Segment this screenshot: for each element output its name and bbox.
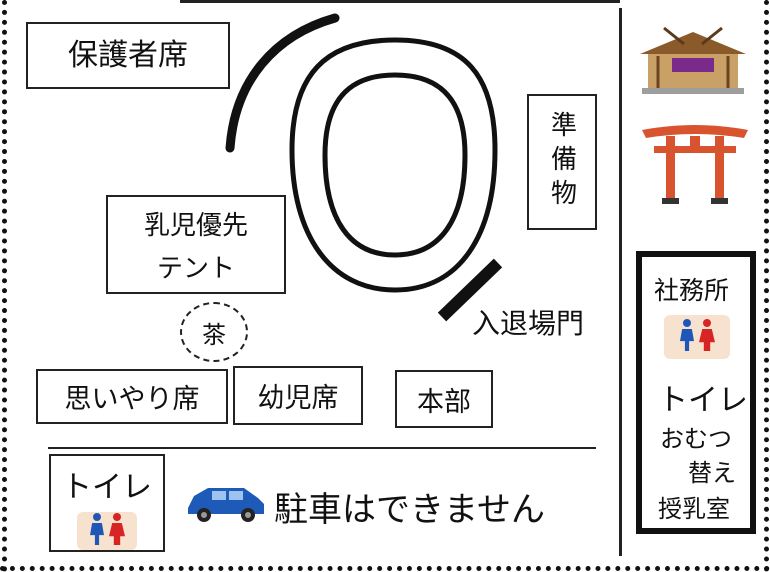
top-wall-line	[180, 0, 620, 3]
guardian-seats-arc	[225, 13, 340, 153]
nursing-room-label: 授乳室	[658, 495, 730, 523]
tea-station: 茶	[180, 302, 248, 362]
tea-label: 茶	[202, 320, 226, 349]
female-figure-icon	[109, 513, 125, 549]
headquarters-box: 本部	[395, 370, 493, 428]
diaper-label: おむつ	[660, 425, 732, 453]
consideration-seats-label: 思いやり席	[64, 384, 200, 415]
track-inner	[322, 72, 468, 258]
frame-border-right	[764, 0, 770, 572]
track-outer	[289, 37, 498, 293]
restroom-icon	[664, 315, 730, 359]
infant-priority-label: 乳児優先	[143, 210, 248, 241]
toddler-seats-box: 幼児席	[233, 366, 363, 425]
running-track	[289, 37, 498, 293]
tent-label: テント	[156, 253, 235, 284]
car-icon	[188, 488, 264, 522]
toilet-box: トイレ	[49, 454, 165, 552]
entrance-gate-bar	[437, 258, 503, 322]
male-figure-icon	[89, 513, 105, 549]
frame-border-left	[2, 0, 8, 572]
guardian-seats-label: 保護者席	[68, 38, 188, 73]
toddler-seats-label: 幼児席	[257, 383, 339, 414]
preparation-box: 準備物	[527, 94, 597, 230]
no-parking-label: 駐車はできません	[274, 490, 545, 530]
infant-priority-tent-box: 乳児優先 テント	[106, 195, 286, 294]
frame-border-bottom	[0, 566, 770, 572]
office-toilet-label: トイレ	[658, 383, 748, 418]
preparation-label: 準備物	[546, 111, 577, 213]
parking-divider-line	[48, 447, 596, 449]
shrine-office-box: 社務所 トイレ おむつ 替え 授乳室	[636, 251, 756, 534]
torii-gate-icon	[642, 125, 748, 204]
right-divider-line	[619, 8, 622, 556]
male-figure-icon	[679, 319, 695, 355]
guardian-seats-box: 保護者席	[26, 22, 230, 89]
headquarters-label: 本部	[417, 386, 471, 418]
shrine-office-label: 社務所	[654, 276, 730, 305]
shrine-icon	[640, 26, 746, 94]
bottom-toilet-label: トイレ	[62, 470, 152, 505]
consideration-seats-box: 思いやり席	[36, 369, 228, 424]
female-figure-icon	[699, 319, 715, 355]
changing-label: 替え	[688, 459, 736, 487]
restroom-icon	[77, 512, 137, 550]
entrance-gate-label: 入退場門	[472, 307, 585, 340]
